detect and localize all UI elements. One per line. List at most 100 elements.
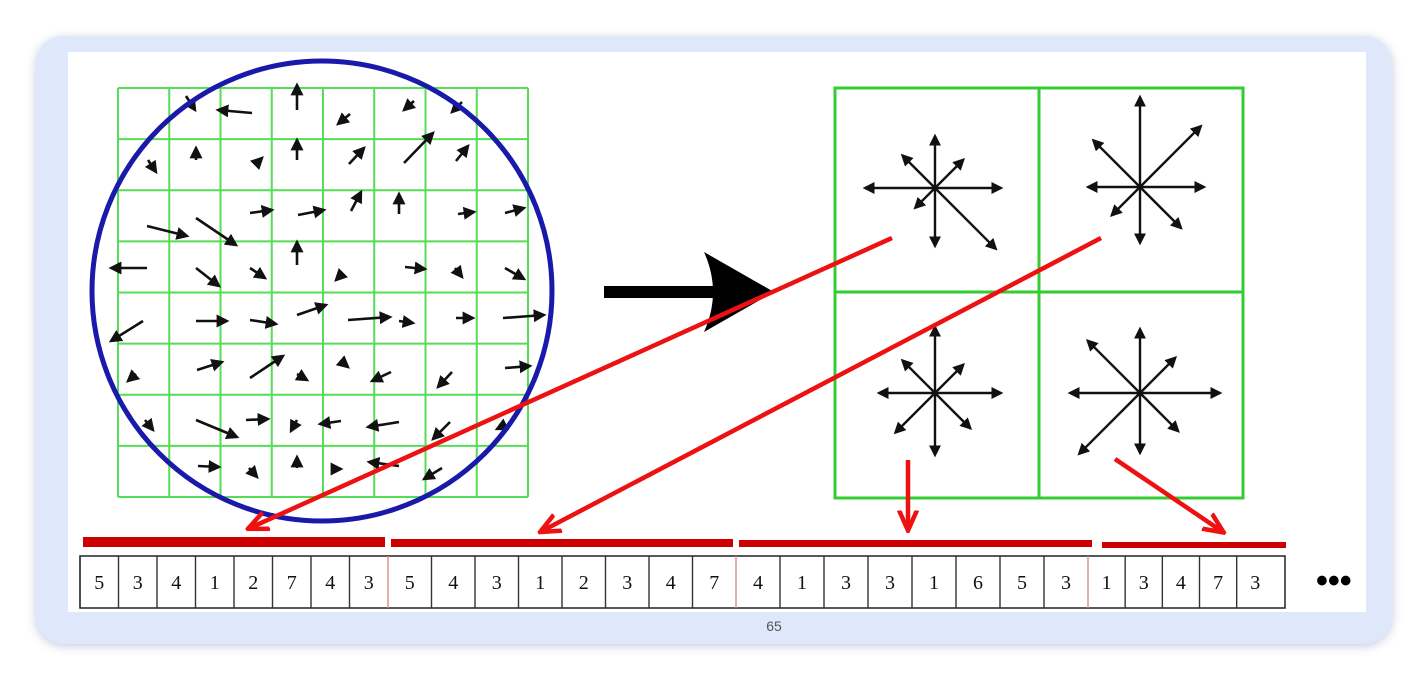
gradient-arrow [245,412,271,426]
gradient-arrow [197,460,222,473]
gradient-arrow [365,418,400,432]
mapping-arrow [1113,457,1220,530]
gradient-arrow [349,189,363,212]
gradient-arrow [335,355,350,369]
gradient-arrow [450,264,464,280]
descriptor-value: 4 [753,572,763,594]
gradient-arrow [146,224,190,240]
histogram-1 [862,133,1004,251]
gradient-arrow [249,204,275,218]
gradient-arrow [249,315,279,329]
descriptor-value: 5 [94,572,104,594]
gradient-arrows [108,82,547,481]
descriptor-value: 1 [210,572,220,594]
gradient-sample-grid [117,87,529,498]
orientation-bin-arrow [1139,392,1180,433]
descriptor-value: 3 [1250,572,1260,594]
descriptor-value: 1 [929,572,939,594]
mapping-arrow [544,236,1103,530]
gradient-arrow [504,204,527,217]
descriptor-value: 4 [1176,572,1186,594]
transform-arrow-icon [604,252,774,332]
gradient-arrow [215,104,253,118]
gradient-arrow [504,266,527,281]
descriptor-value: 7 [1213,572,1223,594]
descriptor-value: 1 [1102,572,1112,594]
gradient-arrow [296,302,329,317]
orientation-bin-arrow [900,358,936,394]
descriptor-group-bar [83,537,385,547]
gradient-arrow [195,266,222,288]
gradient-arrow [297,205,327,219]
gradient-arrow [403,131,435,164]
gradient-arrow [144,159,158,175]
orientation-bin-arrow [1077,392,1141,456]
descriptor-group-bar [739,540,1092,547]
descriptor-value: 5 [1017,572,1027,594]
descriptor-value: 3 [622,572,632,594]
gradient-arrow [249,266,268,280]
gradient-arrow [250,156,264,170]
gradient-arrow [196,358,225,372]
orientation-bin-arrow [1139,124,1203,188]
gradient-arrow [141,417,155,433]
page-number: 65 [766,618,782,634]
descriptor-group-bars [83,537,1286,548]
orientation-bin-arrow [893,392,936,435]
descriptor-value: 7 [709,572,719,594]
descriptor-value: 3 [1139,572,1149,594]
descriptor-value: 1 [797,572,807,594]
histogram-2 [1085,94,1207,246]
mapping-arrow [252,235,893,527]
descriptor-value: 3 [364,572,374,594]
orientation-bin-arrow [900,153,936,189]
descriptor-value: 2 [248,572,258,594]
gradient-arrow [108,319,144,343]
orientation-bin-arrow [934,187,998,251]
descriptor-group-bar [391,539,733,547]
descriptor-value: 4 [666,572,676,594]
gradient-arrow [457,206,477,220]
orientation-histograms [862,94,1223,458]
gaussian-window-circle [89,58,555,524]
orientation-bin-arrow [934,158,965,189]
descriptor-value: 2 [579,572,589,594]
descriptor-value: 3 [841,572,851,594]
gradient-arrow [245,464,259,479]
gradient-arrow [294,369,310,382]
orientation-bin-arrow [1091,138,1141,188]
orientation-bin-arrow [1139,355,1178,394]
orientation-histogram-grid [833,86,1245,500]
descriptor-value: 4 [325,572,335,594]
histogram-4 [1067,326,1223,456]
gradient-arrow [421,466,443,481]
gradient-arrow [494,418,510,431]
gradient-arrow [336,112,351,126]
descriptor-value: 5 [405,572,415,594]
descriptor-value: 3 [492,572,502,594]
vector-continuation-ellipsis: ••• [1316,562,1352,600]
gradient-arrow [195,216,239,247]
gradient-arrow [369,370,392,383]
gradient-arrow [347,311,393,325]
gradient-arrow [398,315,416,328]
descriptor-group-bar [1102,542,1286,548]
descriptor-value: 6 [973,572,983,594]
gradient-arrow [502,309,547,323]
descriptor-value: 4 [171,572,181,594]
gradient-arrow [334,268,348,282]
gradient-arrow [431,421,451,441]
orientation-bin-arrow [913,187,936,210]
orientation-bin-arrow [1110,186,1141,217]
descriptor-value: 7 [287,572,297,594]
histogram-3 [876,324,1004,458]
descriptor-value: 3 [133,572,143,594]
descriptor-value: 4 [448,572,458,594]
gradient-arrow [249,354,286,380]
gradient-arrow [348,146,366,165]
orientation-bin-arrow [1139,186,1183,230]
gradient-arrow [436,371,453,389]
vector-frame [79,555,1286,609]
